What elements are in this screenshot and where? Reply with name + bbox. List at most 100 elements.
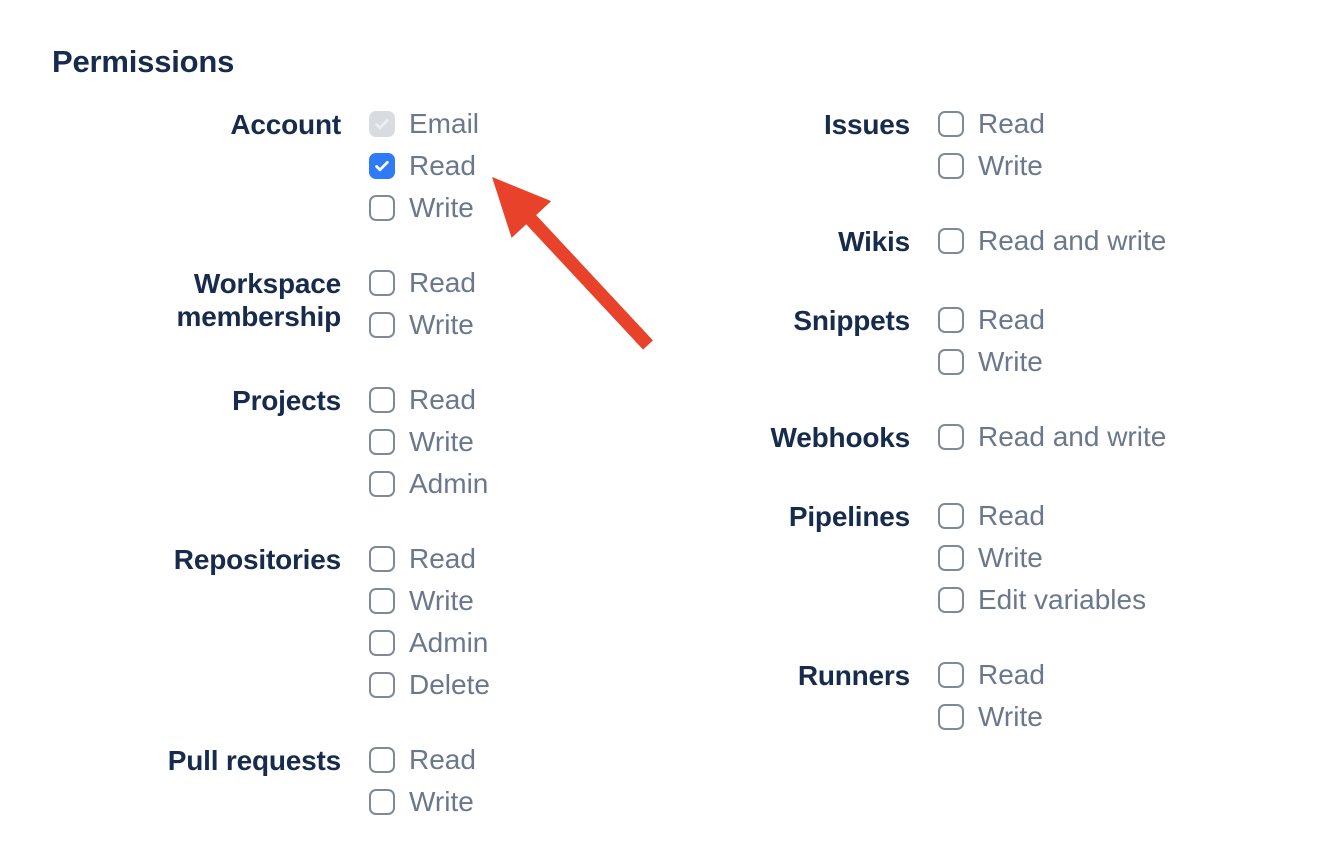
group-options-wikis: Read and write — [938, 225, 1167, 256]
checkbox-repositories-delete[interactable] — [369, 672, 395, 698]
group-label-runners: Runners — [797, 660, 910, 691]
option-issues-read[interactable]: Read — [938, 110, 1045, 138]
option-pull-requests-read[interactable]: Read — [369, 744, 476, 775]
option-label-pipelines-write: Write — [978, 542, 1043, 573]
option-issues-write[interactable]: Write — [938, 150, 1045, 181]
checkbox-pull-requests-read[interactable] — [369, 747, 395, 773]
option-projects-admin[interactable]: Admin — [369, 468, 489, 499]
option-label-repositories-read: Read — [409, 543, 476, 574]
option-pull-requests-write[interactable]: Write — [369, 786, 476, 817]
option-pipelines-edit-variables[interactable]: Edit variables — [938, 584, 1147, 615]
option-label-account-write: Write — [409, 192, 474, 223]
group-label-account: Account — [230, 109, 341, 140]
option-label-snippets-write: Write — [978, 346, 1043, 377]
checkbox-wikis-read-and-write[interactable] — [938, 228, 964, 254]
page-title: Permissions — [52, 44, 235, 79]
option-account-email: Email — [369, 108, 480, 139]
checkbox-pipelines-read[interactable] — [938, 503, 964, 529]
group-label-projects: Projects — [232, 385, 341, 416]
option-workspace-membership-read[interactable]: Read — [369, 267, 476, 298]
option-repositories-admin[interactable]: Admin — [369, 627, 490, 658]
group-label-workspace-membership: Workspace membership — [176, 268, 342, 332]
option-webhooks-read-and-write[interactable]: Read and write — [938, 423, 1166, 451]
checkbox-issues-write[interactable] — [938, 153, 964, 179]
checkbox-account-email — [369, 111, 395, 137]
option-label-projects-read: Read — [409, 384, 476, 415]
option-label-pull-requests-read: Read — [409, 744, 476, 775]
option-label-runners-write: Write — [978, 701, 1043, 732]
checkbox-repositories-admin[interactable] — [369, 630, 395, 656]
option-label-issues-write: Write — [978, 150, 1043, 181]
option-workspace-membership-write[interactable]: Write — [369, 309, 476, 340]
checkbox-repositories-read[interactable] — [369, 546, 395, 572]
option-repositories-delete[interactable]: Delete — [369, 671, 490, 699]
checkbox-repositories-write[interactable] — [369, 588, 395, 614]
option-label-repositories-write: Write — [409, 585, 474, 616]
option-label-repositories-admin: Admin — [409, 627, 489, 658]
group-label-pipelines: Pipelines — [788, 501, 910, 532]
option-label-wikis-read-and-write: Read and write — [978, 225, 1167, 256]
option-label-pipelines-read: Read — [978, 500, 1045, 531]
option-projects-write[interactable]: Write — [369, 426, 488, 457]
option-label-projects-admin: Admin — [409, 468, 489, 499]
checkbox-workspace-membership-read[interactable] — [369, 270, 395, 296]
option-runners-write[interactable]: Write — [938, 701, 1045, 732]
checkbox-snippets-write[interactable] — [938, 349, 964, 375]
checkbox-runners-read[interactable] — [938, 662, 964, 688]
checkbox-account-read[interactable] — [369, 153, 395, 179]
option-label-workspace-membership-write: Write — [409, 309, 474, 340]
option-projects-read[interactable]: Read — [369, 384, 488, 415]
group-label-pull-requests: Pull requests — [167, 745, 341, 776]
checkbox-issues-read[interactable] — [938, 111, 964, 137]
group-label-wikis: Wikis — [838, 226, 910, 257]
checkbox-snippets-read[interactable] — [938, 307, 964, 333]
checkbox-projects-admin[interactable] — [369, 471, 395, 497]
checkbox-pull-requests-write[interactable] — [369, 789, 395, 815]
option-label-account-email: Email — [409, 108, 480, 139]
group-options-webhooks: Read and write — [938, 421, 1166, 451]
option-label-projects-write: Write — [409, 426, 474, 457]
option-label-account-read: Read — [409, 150, 476, 181]
group-label-issues: Issues — [824, 109, 910, 140]
group-label-webhooks: Webhooks — [770, 422, 911, 453]
option-repositories-write[interactable]: Write — [369, 585, 490, 616]
option-label-workspace-membership-read: Read — [409, 267, 476, 298]
checkbox-workspace-membership-write[interactable] — [369, 312, 395, 338]
option-snippets-read[interactable]: Read — [938, 304, 1045, 335]
option-pipelines-read[interactable]: Read — [938, 500, 1146, 531]
option-account-read[interactable]: Read — [369, 150, 479, 181]
checkbox-account-write[interactable] — [369, 195, 395, 221]
checkbox-webhooks-read-and-write[interactable] — [938, 424, 964, 450]
checkbox-pipelines-edit-variables[interactable] — [938, 587, 964, 613]
option-repositories-read[interactable]: Read — [369, 543, 490, 574]
checkbox-projects-write[interactable] — [369, 429, 395, 455]
checkbox-runners-write[interactable] — [938, 704, 964, 730]
option-runners-read[interactable]: Read — [938, 661, 1045, 689]
option-account-write[interactable]: Write — [369, 192, 479, 223]
checkbox-pipelines-write[interactable] — [938, 545, 964, 571]
checkbox-projects-read[interactable] — [369, 387, 395, 413]
option-pipelines-write[interactable]: Write — [938, 542, 1146, 573]
option-wikis-read-and-write[interactable]: Read and write — [938, 225, 1167, 256]
option-label-pipelines-edit-variables: Edit variables — [978, 584, 1147, 615]
option-snippets-write[interactable]: Write — [938, 346, 1045, 377]
option-label-pull-requests-write: Write — [409, 786, 474, 817]
group-label-repositories: Repositories — [173, 544, 341, 575]
option-label-snippets-read: Read — [978, 304, 1045, 335]
